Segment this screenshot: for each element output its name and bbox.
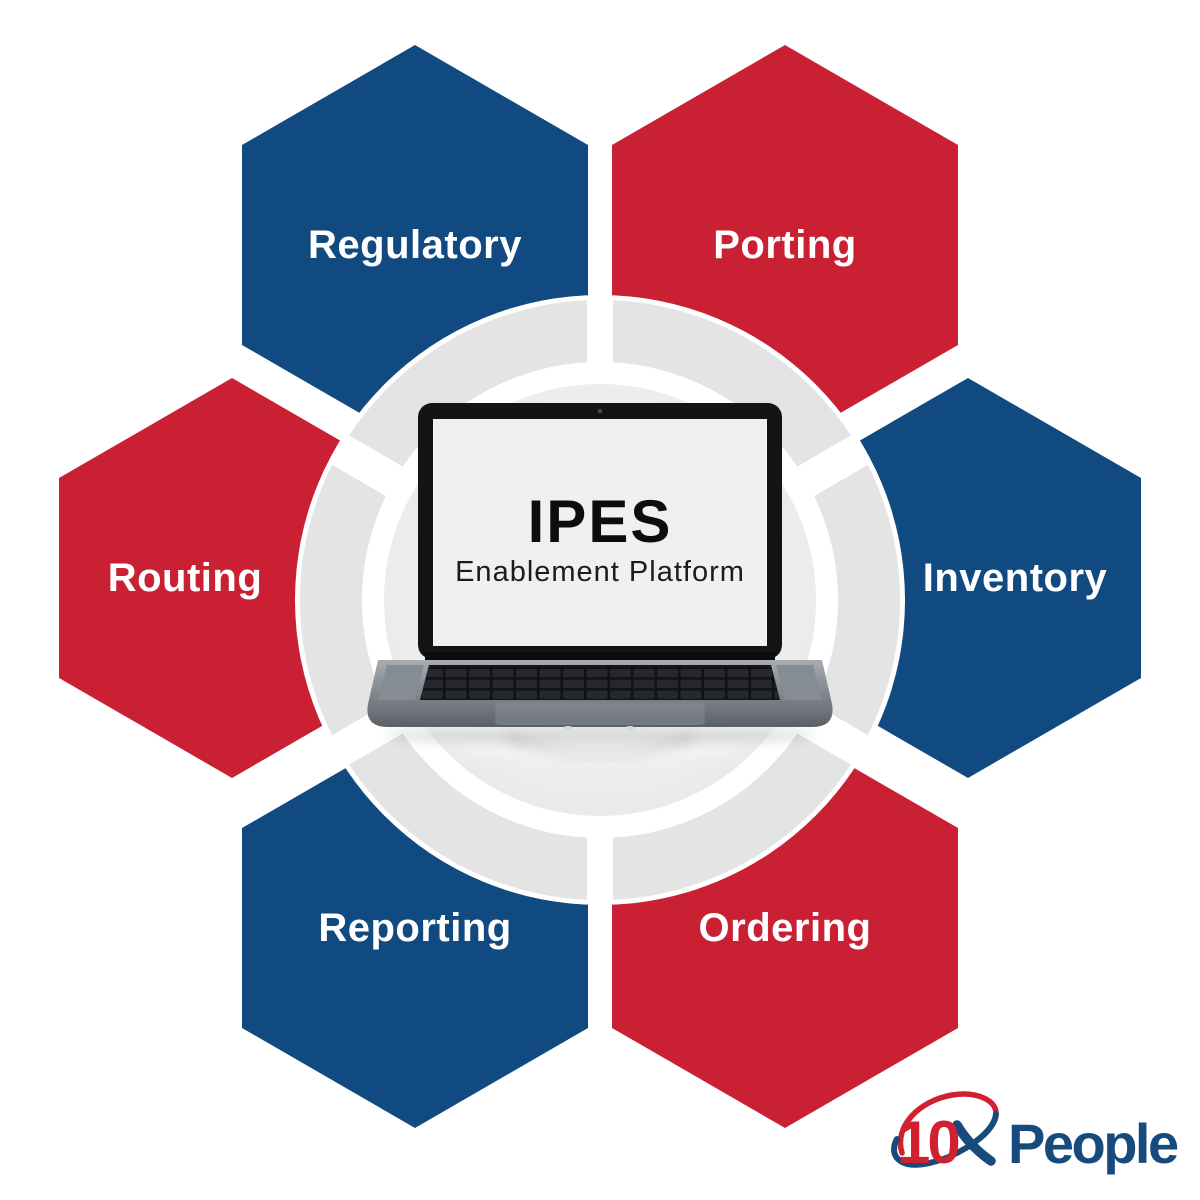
hexagon-label-regulatory: Regulatory	[308, 223, 522, 267]
laptop-screen	[433, 419, 767, 646]
spoke-top	[587, 282, 613, 382]
laptop-foot-right	[625, 726, 635, 730]
10x-people-logo: 10 People	[891, 1091, 1180, 1176]
hexagon-label-ordering: Ordering	[699, 906, 872, 950]
logo-wordmark: People	[1008, 1112, 1178, 1175]
logo-x-mark	[952, 1120, 996, 1166]
laptop-illustration: IPES Enablement Platform	[367, 403, 833, 730]
laptop-hinge	[425, 652, 775, 660]
hexagon-reporting	[242, 728, 588, 1128]
hexagon-label-reporting: Reporting	[318, 906, 511, 950]
logo-number: 10	[897, 1109, 958, 1176]
hexagon-porting	[612, 45, 958, 445]
hexagon-group	[59, 45, 1141, 1128]
laptop-foot-left	[563, 726, 573, 730]
webcam-icon	[597, 408, 603, 414]
trackpad	[495, 702, 705, 725]
laptop-arc-shadow	[503, 732, 697, 759]
speaker-grille-left	[378, 665, 424, 700]
hexagon-label-routing: Routing	[108, 556, 263, 600]
screen-title: IPES	[528, 488, 673, 555]
keyboard-keys	[420, 666, 780, 699]
hexagon-routing	[59, 378, 405, 778]
screen-subtitle: Enablement Platform	[455, 556, 745, 588]
logo-swoosh-blue-arc	[891, 1111, 999, 1168]
hexagon-label-porting: Porting	[713, 223, 856, 267]
hexagon-ordering	[612, 728, 958, 1128]
hexagon-inventory	[795, 378, 1141, 778]
hexagon-regulatory	[242, 45, 588, 445]
logo-swoosh-red-arc	[897, 1091, 999, 1156]
laptop-shadow	[385, 726, 815, 744]
hexagon-label-inventory: Inventory	[923, 556, 1108, 600]
spoke-bottom	[587, 818, 613, 918]
speaker-grille-right	[776, 665, 822, 700]
